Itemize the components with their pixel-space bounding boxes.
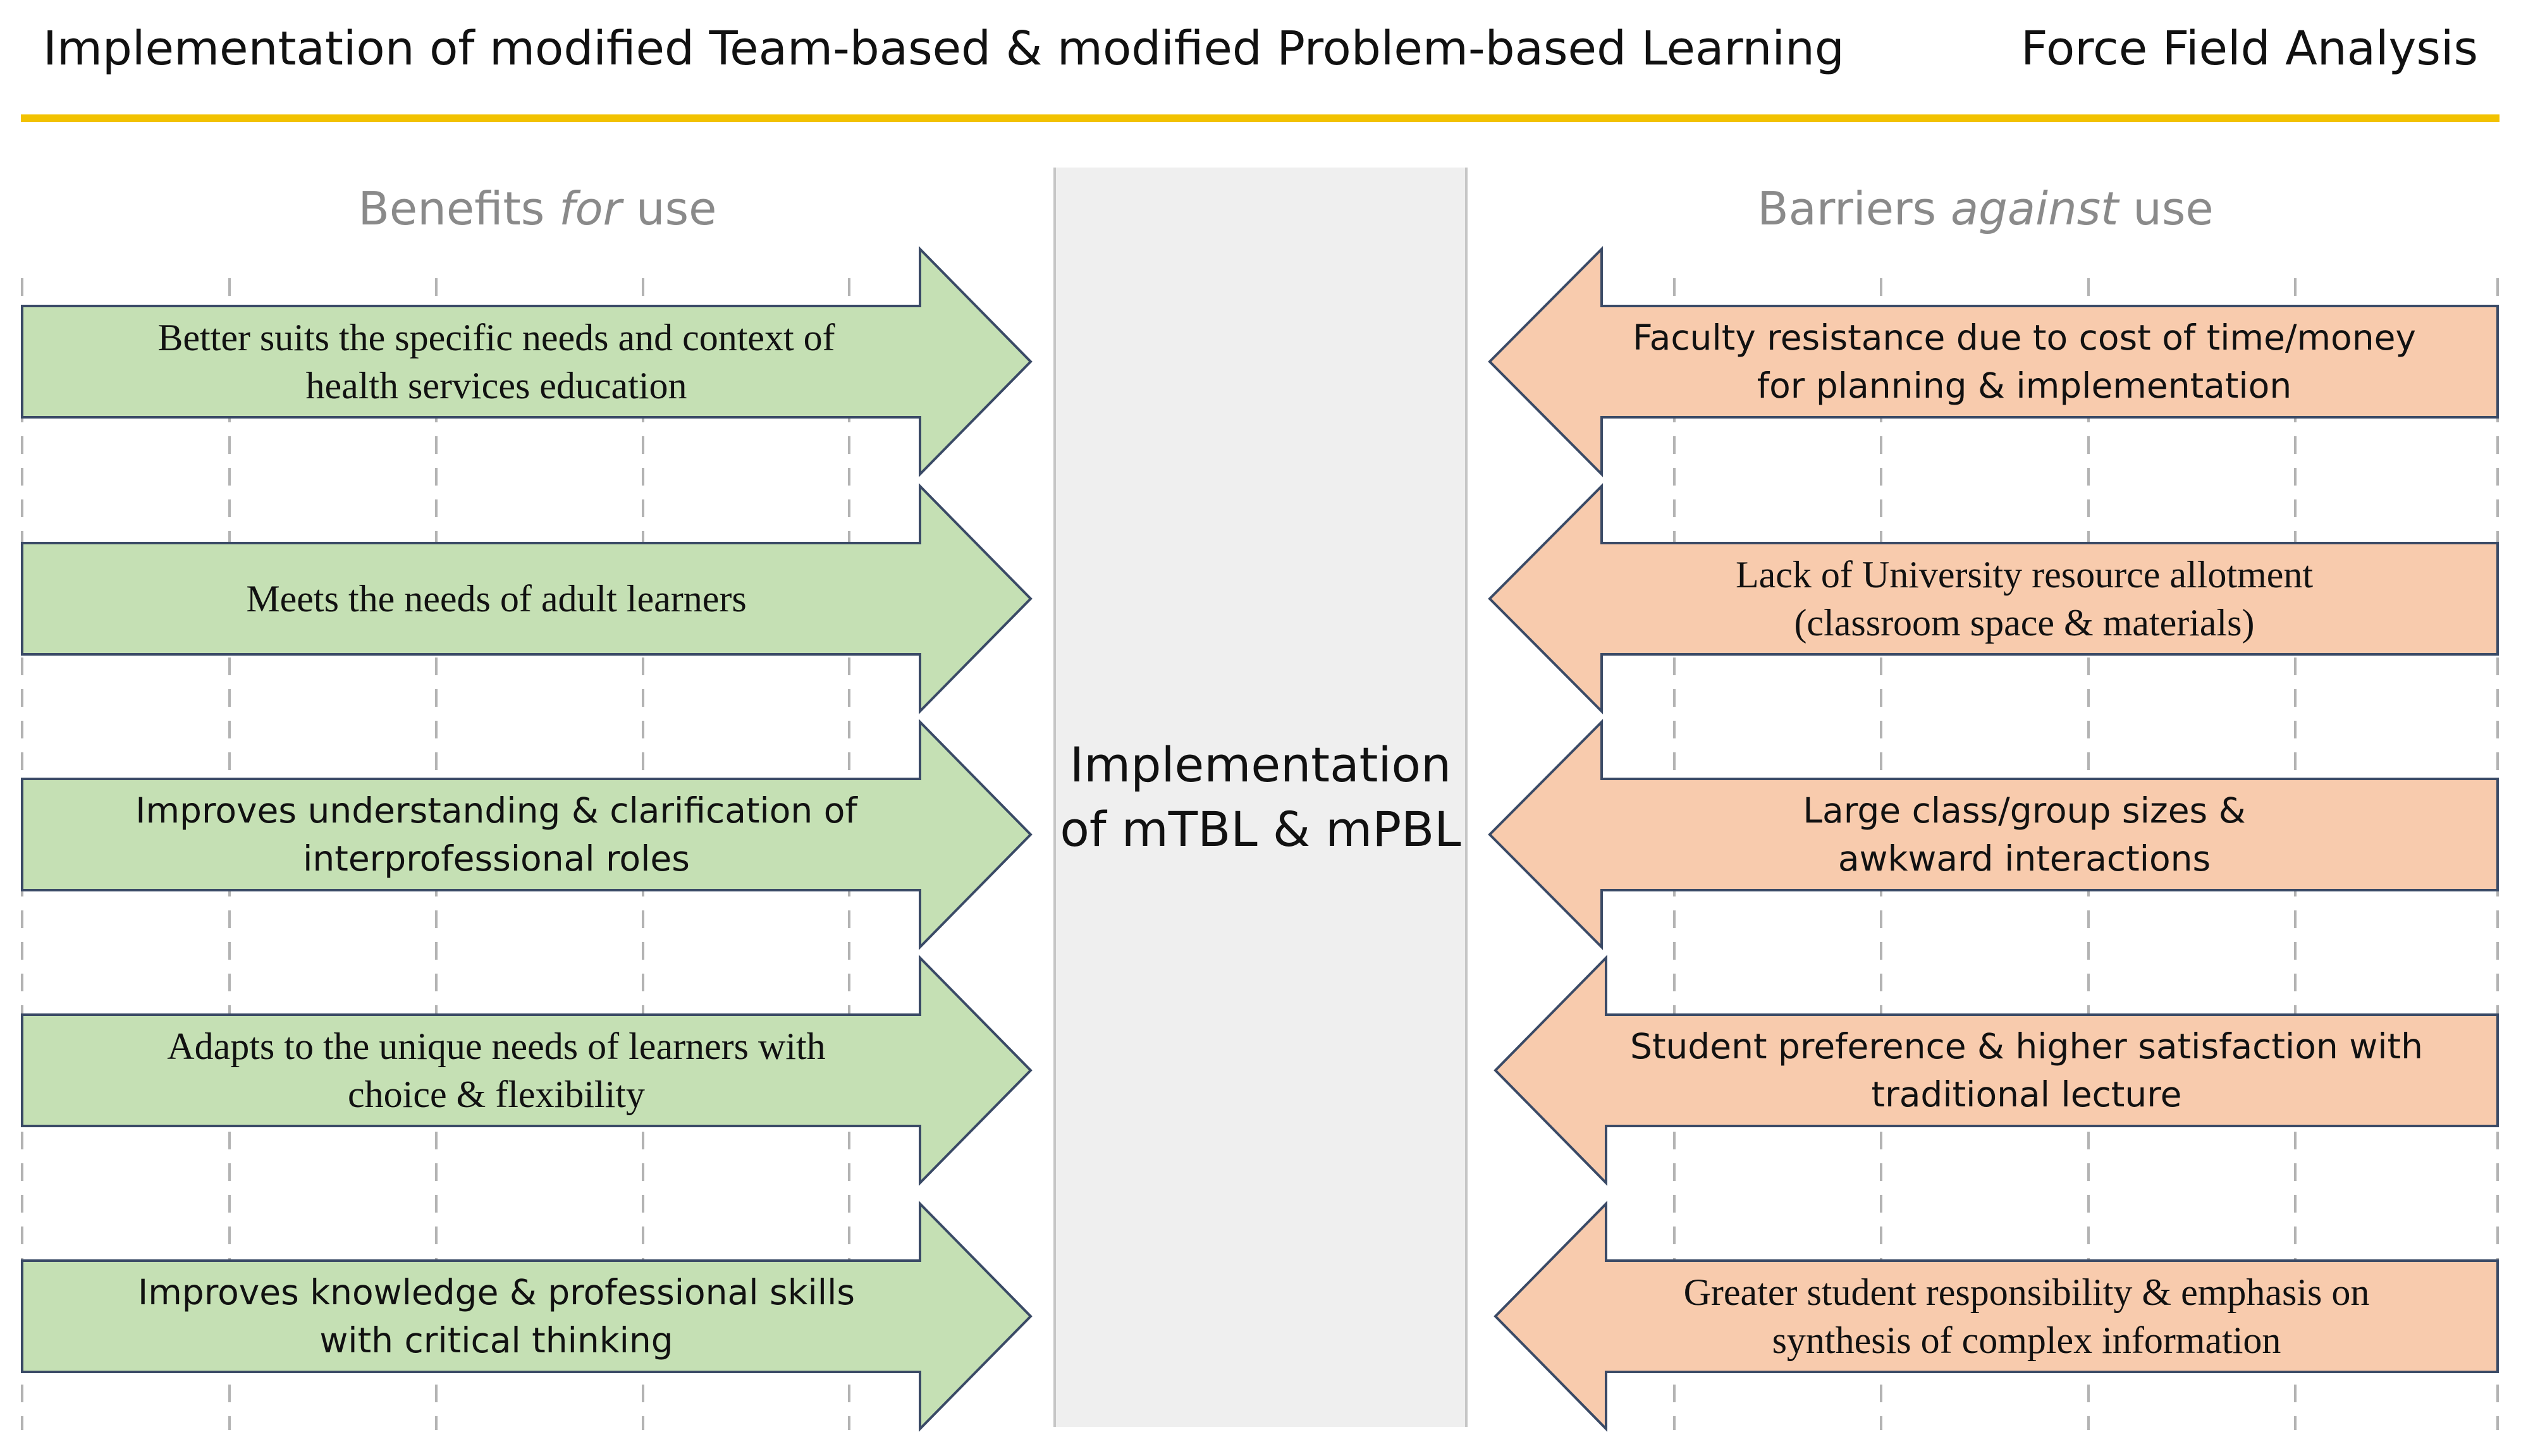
barrier-text-2: Lack of University resource allotment (c…: [1735, 554, 2313, 644]
benefit-text-2: Meets the needs of adult learners: [246, 578, 747, 620]
barriers-heading-post: use: [2118, 182, 2214, 235]
barrier-text-5: Greater student responsibility & emphasi…: [1683, 1271, 2370, 1361]
benefits-heading-pre: Benefits: [358, 182, 560, 235]
center-panel: Implementation of mTBL & mPBL: [1053, 168, 1468, 1427]
barriers-heading-pre: Barriers: [1757, 182, 1951, 235]
benefit-arrow-5: [21, 1201, 1033, 1432]
benefit-text-3: Improves understanding & clarification o…: [135, 790, 857, 879]
barrier-arrow-2: [1488, 483, 2499, 714]
benefit-text-5: Improves knowledge & professional skills…: [138, 1272, 855, 1361]
benefit-arrow-3: [21, 719, 1033, 950]
header-right-label: Force Field Analysis: [2021, 21, 2478, 76]
benefit-text-4: Adapts to the unique needs of learners w…: [167, 1025, 826, 1115]
barrier-arrow-1: [1488, 246, 2499, 477]
barrier-arrow-5: [1494, 1201, 2499, 1432]
center-label: Implementation of mTBL & mPBL: [1060, 737, 1461, 857]
benefit-text-1: Better suits the specific needs and cont…: [157, 317, 835, 407]
benefit-arrow-4: [21, 955, 1033, 1186]
benefits-heading-em: for: [559, 182, 622, 235]
benefit-arrow-2: [21, 483, 1033, 714]
benefits-heading: Benefits for use: [22, 174, 1053, 243]
barrier-text-3: Large class/group sizes & awkward intera…: [1803, 790, 2246, 879]
benefit-arrow-1: [21, 246, 1033, 477]
barrier-arrow-3: [1488, 719, 2499, 950]
barriers-heading: Barriers against use: [1473, 174, 2498, 243]
header-title: Implementation of modified Team-based & …: [43, 21, 1844, 76]
benefits-heading-post: use: [622, 182, 717, 235]
barrier-text-1: Faculty resistance due to cost of time/m…: [1633, 317, 2416, 406]
header-divider: [21, 114, 2500, 122]
barrier-arrow-4: [1494, 955, 2499, 1186]
barriers-heading-em: against: [1951, 182, 2119, 235]
barrier-text-4: Student preference & higher satisfaction…: [1630, 1026, 2423, 1115]
